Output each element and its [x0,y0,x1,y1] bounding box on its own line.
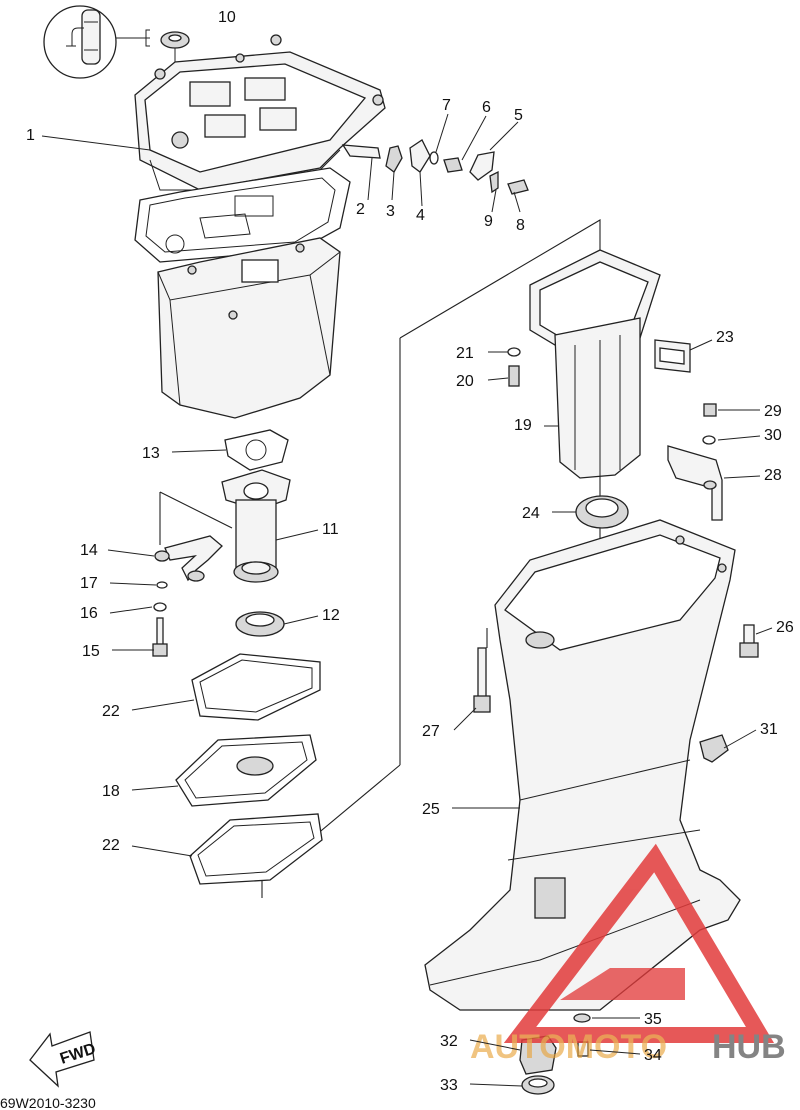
callout-28: 28 [764,467,782,484]
callout-leaders [41,113,773,1087]
part-13-gasket [224,429,289,471]
watermark-text-left: AUTOMOTO [470,1028,667,1066]
part-23-rubber [654,339,691,373]
parts-26-27-bolts [473,624,759,713]
inset-detail [43,5,150,79]
part-11-exhaust-pipe [221,469,291,583]
watermark-text-right: HUB [712,1028,786,1066]
callout-34: 34 [644,1047,662,1064]
callout-21: 21 [456,345,474,362]
callout-8: 8 [516,217,525,234]
callout-2: 2 [356,201,365,218]
callout-29: 29 [764,403,782,420]
part-31-clip [699,734,729,763]
callout-35: 35 [644,1011,662,1028]
upper-gasket [134,167,351,263]
callout-19: 19 [514,417,532,434]
callout-31: 31 [760,721,778,738]
parts-14-17-bracket [152,535,223,657]
callout-labels: 1 2 3 4 5 6 7 8 9 10 11 12 13 14 15 16 1… [26,9,794,1094]
part-19-housing [529,249,661,479]
callout-18: 18 [102,783,120,800]
callout-10: 10 [218,9,236,26]
callout-33: 33 [440,1077,458,1094]
callout-25: 25 [422,801,440,818]
callout-32: 32 [440,1033,458,1050]
callout-1: 1 [26,127,35,144]
callout-4: 4 [416,207,425,224]
callout-22b: 22 [102,837,120,854]
parts-20-21 [507,347,521,387]
callout-16: 16 [80,605,98,622]
callout-13: 13 [142,445,160,462]
parts-2-9-small [341,139,529,195]
callout-27: 27 [422,723,440,740]
upper-casing [157,237,341,419]
part-12-seal [235,611,285,637]
part-1-mount-plate [134,34,386,191]
callout-22a: 22 [102,703,120,720]
callout-15: 15 [82,643,100,660]
callout-7: 7 [442,97,451,114]
callout-24: 24 [522,505,540,522]
lower-gaskets [175,653,323,885]
callout-30: 30 [764,427,782,444]
part-24-seal [575,495,629,529]
callout-26: 26 [776,619,794,636]
callout-6: 6 [482,99,491,116]
fwd-arrow-icon: FWD [29,1031,98,1088]
callout-23: 23 [716,329,734,346]
callout-11: 11 [322,521,339,538]
parts-28-30 [667,403,723,521]
part-25-lower-case [424,519,741,1011]
watermark-triangle-icon [503,843,775,1043]
callout-5: 5 [514,107,523,124]
parts-32-35 [519,1013,591,1095]
figure-code: 69W2010-3230 [0,1095,96,1110]
callout-12: 12 [322,607,340,624]
callout-20: 20 [456,373,474,390]
callout-3: 3 [386,203,395,220]
callout-14: 14 [80,542,98,559]
callout-9: 9 [484,213,493,230]
callout-17: 17 [80,575,98,592]
